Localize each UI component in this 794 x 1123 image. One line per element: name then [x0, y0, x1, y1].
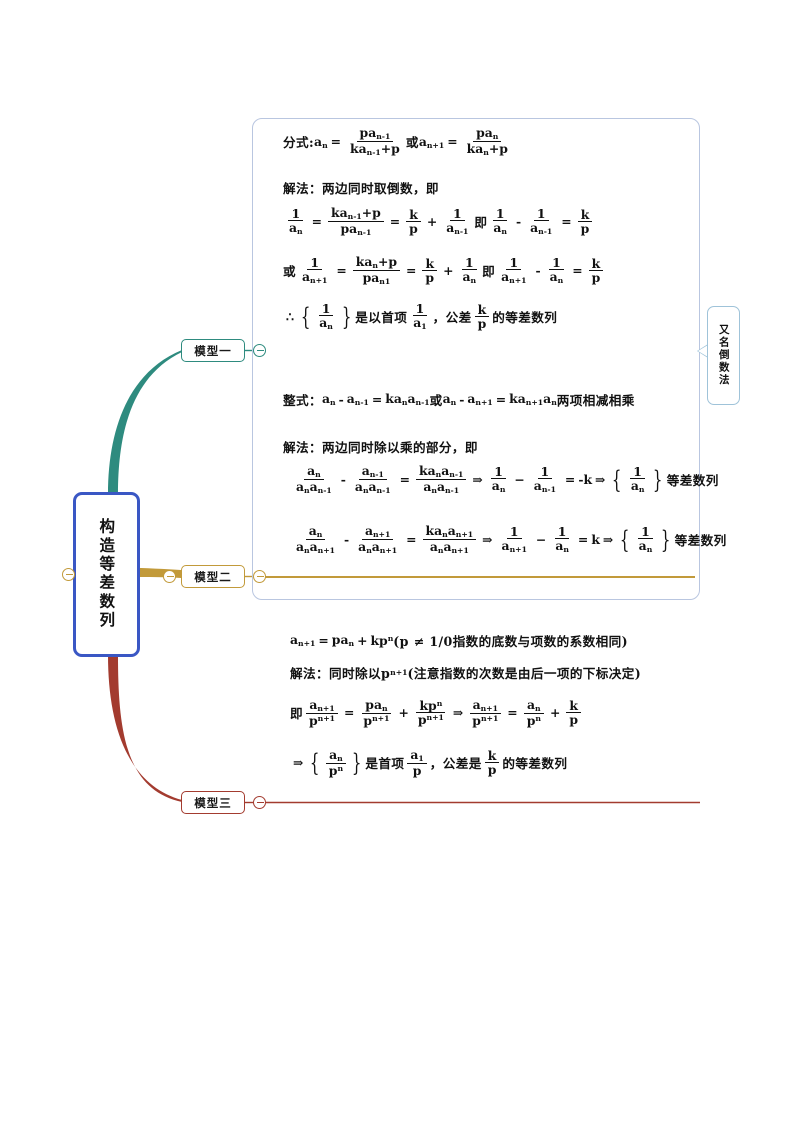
- collapse-toggle-model-2[interactable]: [253, 570, 266, 583]
- node-model-3[interactable]: 模型三: [181, 791, 245, 814]
- root-node-label: 构造等差数列: [97, 518, 117, 631]
- model-2-line-1: 整式： an - an-1 = kanan-1 或 an - an+1 = ka…: [283, 391, 635, 408]
- node-model-1[interactable]: 模型一: [181, 339, 245, 362]
- collapse-toggle-root[interactable]: [62, 568, 75, 581]
- branch-curve-model-3: [108, 655, 182, 802]
- callout-label: 又名倒数法: [717, 324, 730, 387]
- model-2-equation-2: an anan+1 - an+1 anan+1 = kanan+1 anan+1…: [296, 523, 727, 556]
- collapse-toggle-model-2-left[interactable]: [163, 570, 176, 583]
- callout-reciprocal-method[interactable]: 又名倒数法: [707, 306, 740, 405]
- model-1-method: 解法： 两边同时取倒数，即: [283, 181, 439, 196]
- model-1-line-1: 分式: an = pan-1 kan-1+p 或 an+1 = pan kan+…: [283, 125, 508, 158]
- branch-curve-model-1: [108, 350, 182, 494]
- node-model-3-label: 模型三: [194, 795, 232, 810]
- model-2-equation-1: an anan-1 - an-1 anan-1 = kanan-1 anan-1…: [296, 463, 719, 496]
- node-model-2[interactable]: 模型二: [181, 565, 245, 588]
- content-panel: [252, 118, 700, 600]
- model-2-method: 解法： 两边同时除以乘的部分，即: [283, 440, 478, 455]
- node-model-2-label: 模型二: [194, 569, 232, 584]
- collapse-toggle-model-3[interactable]: [253, 796, 266, 809]
- node-model-1-label: 模型一: [194, 343, 232, 358]
- collapse-toggle-model-1[interactable]: [253, 344, 266, 357]
- callout-tail: [698, 345, 708, 357]
- root-node[interactable]: 构造等差数列: [73, 492, 140, 657]
- model-3-line-1: an+1 = pan + kpn (p ≠ 1/0指数的底数与项数的系数相同): [290, 632, 628, 649]
- model-3-equation-1: 即 an+1 pn+1 = pan pn+1 + kpn pn+1 ⇒ an+1…: [290, 698, 584, 727]
- model-2-rule: [258, 575, 695, 578]
